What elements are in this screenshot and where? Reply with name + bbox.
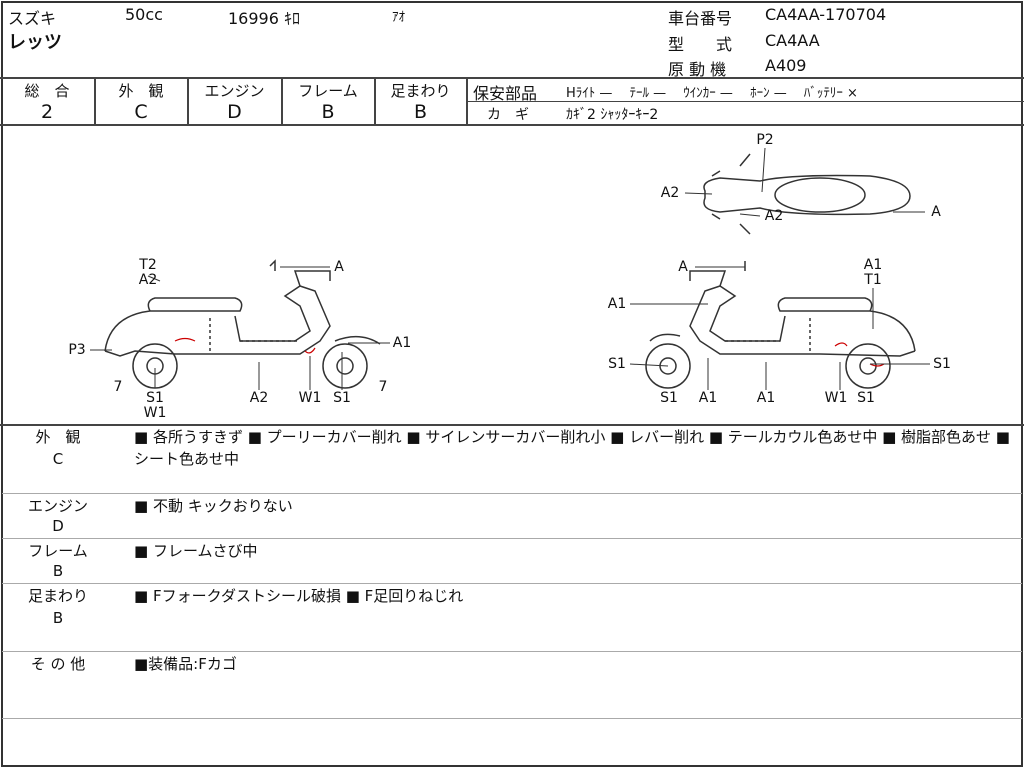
damage-label: A1 (392, 335, 412, 351)
grade-suspension: B (413, 101, 428, 123)
damage-label: A2 (138, 272, 158, 288)
grade-frame: B (321, 101, 335, 123)
type: CA4AA (765, 31, 820, 50)
safety-items: Hﾗｲﾄ — ﾃｰﾙ — ｳｲﾝｶｰ — ﾎｰﾝ — ﾊﾞｯﾃﾘｰ × (566, 86, 858, 101)
divider (467, 101, 1024, 102)
keys: ｶｷﾞ2 ｼｬｯﾀｰｷｰ2 (566, 107, 659, 123)
right-side-scooter (645, 261, 916, 389)
damage-label: A1 (698, 390, 718, 406)
divider (0, 124, 1024, 126)
engine-model: A409 (765, 56, 807, 75)
divider (374, 78, 376, 125)
remark-grade: B (52, 609, 64, 627)
top-view-scooter (703, 153, 911, 235)
divider (94, 78, 96, 125)
key-label: カ ギ (487, 107, 529, 123)
remark-category: フレーム (28, 542, 88, 560)
remark-text: ■ 各所うすきず ■ プーリーカバー削れ ■ サイレンサーカバー削れ小 ■ レバ… (134, 428, 1010, 468)
remark-category: エンジン (27, 497, 88, 515)
damage-label: 7 (378, 379, 388, 395)
frame-no-label: 車台番号 (668, 9, 733, 28)
damage-label: S1 (146, 390, 164, 406)
model: レッツ (8, 32, 62, 53)
divider (2, 538, 1022, 539)
color: ｱｵ (392, 10, 405, 25)
type-label: 型 式 (668, 35, 733, 54)
damage-label: A (931, 204, 941, 220)
mileage: 16996 ｷﾛ (228, 9, 300, 28)
damage-label: A2 (249, 390, 269, 406)
damage-label: T2 (139, 257, 157, 273)
divider (0, 77, 1024, 79)
maker: スズキ (8, 9, 57, 28)
remark-grade: B (52, 562, 64, 580)
damage-label: A1 (607, 296, 627, 312)
damage-label: W1 (824, 390, 848, 406)
safety-label: 保安部品 (473, 84, 538, 103)
damage-label: A (334, 259, 344, 275)
grade-header-overall: 総 合 (24, 82, 70, 100)
damage-label: W1 (298, 390, 322, 406)
damage-label: S1 (608, 356, 626, 372)
engine-label: 原 動 機 (668, 60, 727, 79)
remark-text: ■ Fフォークダストシール破損 ■ F足回りねじれ (134, 587, 464, 605)
damage-label: A2 (764, 208, 784, 224)
damage-label: S1 (857, 390, 875, 406)
damage-label: P2 (756, 132, 774, 148)
frame-no: CA4AA-170704 (765, 5, 887, 24)
damage-label: S1 (660, 390, 678, 406)
remark-text: ■ 不動 キックおりない (134, 497, 293, 515)
damage-label: S1 (333, 390, 351, 406)
divider (2, 583, 1022, 584)
damage-label: A2 (660, 185, 680, 201)
divider (2, 651, 1022, 652)
grade-overall: 2 (40, 101, 54, 123)
damage-label: P3 (68, 342, 86, 358)
damage-label: S1 (933, 356, 951, 372)
grade-header-frame: フレーム (298, 82, 358, 100)
divider (2, 493, 1022, 494)
remark-grade: D (52, 517, 64, 535)
damage-label: 7 (113, 379, 123, 395)
grade-header-exterior: 外 観 (118, 82, 164, 100)
remark-category: そ の 他 (30, 655, 86, 673)
left-side-scooter (104, 259, 381, 389)
divider (281, 78, 283, 125)
grade-exterior: C (134, 101, 148, 123)
damage-label: A (678, 259, 688, 275)
remark-text: ■装備品:Fカゴ (134, 655, 237, 673)
damage-label: A1 (863, 257, 883, 273)
remark-category: 足まわり (27, 587, 88, 605)
grade-header-suspension: 足まわり (390, 82, 451, 100)
damage-label: W1 (143, 405, 167, 421)
divider (0, 424, 1024, 426)
displacement: 50cc (125, 5, 163, 24)
damage-label: T1 (864, 272, 882, 288)
grade-engine: D (227, 101, 242, 123)
remark-category: 外 観 (35, 428, 81, 446)
grade-header-engine: エンジン (204, 82, 265, 100)
divider (187, 78, 189, 125)
damage-label: A1 (756, 390, 776, 406)
divider (2, 718, 1022, 719)
remark-grade: C (52, 450, 64, 468)
scooter-diagram (90, 147, 930, 390)
remark-text: ■ フレームさび中 (134, 542, 258, 560)
